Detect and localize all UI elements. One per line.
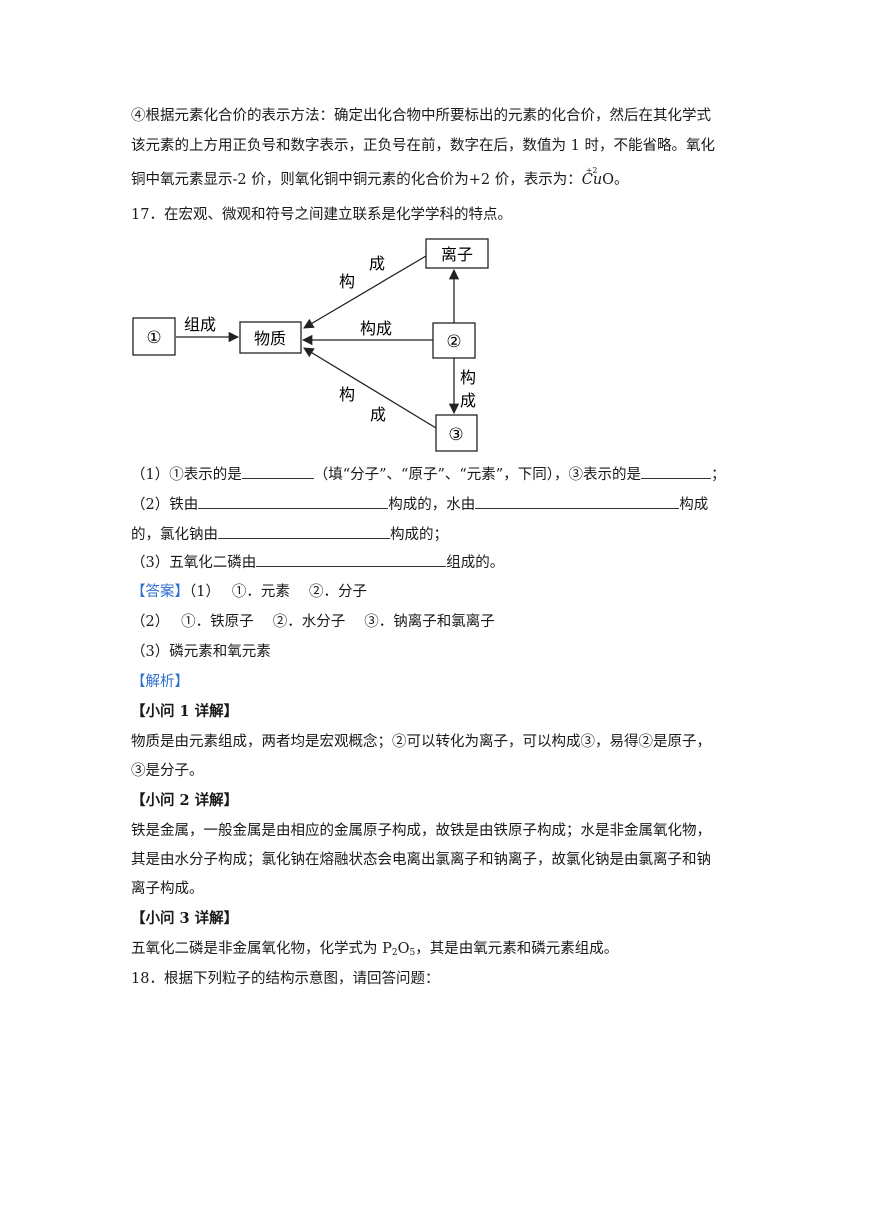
p2o5-sub-2: 2 [391, 948, 398, 958]
p2o5-sub-5: 5 [409, 948, 416, 958]
analysis-p3: 五氧化二磷是非金属氧化物，化学式为 P2O5，其是由氧元素和磷元素组成。 [131, 939, 618, 963]
q18-title: 18．根据下列粒子的结构示意图，请回答问题： [131, 971, 440, 987]
analysis-p2-line-2: 其是由水分子构成；氯化钠在熔融状态会电离出氯离子和钠离子，故氯化钠是由氯离子和钠 [131, 852, 711, 868]
answer-2: （2） ①．铁原子 ②．水分子 ③．钠离子和氯离子 [131, 614, 495, 630]
blank-1[interactable] [241, 464, 314, 479]
q17-sub1-a: （1）①表示的是 [131, 467, 242, 483]
q17-sub2-d: 的，氯化钠由 [131, 527, 218, 543]
box-2-label: ② [446, 332, 461, 352]
label-cheng-top: 成 [369, 254, 385, 273]
analysis-heading-3: 【小问 3 详解】 [131, 910, 239, 927]
box-3 [435, 414, 478, 452]
blank-3[interactable] [198, 494, 389, 509]
intro-line-3-end: 。 [614, 172, 629, 188]
answer-tag: 【答案】 [131, 584, 189, 600]
intro-line-2: 该元素的上方用正负号和数字表示，正负号在前，数字在后，数值为 1 时，不能省略。… [131, 138, 715, 154]
arrow-ion-to-matter [303, 255, 427, 329]
q17-sub2-a: （2）铁由 [131, 497, 199, 513]
box-ion [425, 238, 489, 269]
analysis-p2-line-1: 铁是金属，一般金属是由相应的金属原子构成，故铁是由铁原子构成；水是非金属氧化物， [131, 823, 711, 839]
answer-3: （3）磷元素和氧元素 [131, 644, 271, 660]
analysis-p1-line-2: ③是分子。 [131, 763, 204, 779]
analysis-p3-post: ，其是由氧元素和磷元素组成。 [415, 941, 619, 957]
q17-sub3-b: 组成的。 [446, 555, 505, 571]
box-matter-label: 物质 [254, 329, 286, 348]
valence-superscript: +2 [585, 166, 598, 175]
q17-title: 17．在宏观、微观和符号之间建立联系是化学学科的特点。 [131, 207, 512, 223]
label-cheng-bot: 成 [370, 405, 386, 424]
q17-sub1: （1）①表示的是 （填“分子”、“原子”、“元素”，下同），③表示的是 ； [131, 464, 725, 485]
label-gou-right: 构 [460, 368, 476, 387]
formula-o: O [602, 172, 615, 188]
box-3-label: ③ [448, 425, 463, 445]
q17-sub1-b: （填“分子”、“原子”、“元素”，下同），③表示的是 [313, 467, 641, 483]
answer-line-1: 【答案】（1） ①．元素 ②．分子 [131, 582, 367, 602]
formula-cu: Cu [581, 172, 603, 188]
q17-sub2-b: 构成的，水由 [388, 497, 476, 513]
analysis-tag: 【解析】 [131, 674, 189, 690]
intro-line-3-text: 铜中氧元素显示-2 价，则氧化铜中铜元素的化合价为+2 价，表示为： [131, 172, 582, 188]
structure-diagram: ① 物质 ② 离子 ③ 组成 构成 构 成 构 成 构 成 [132, 238, 489, 452]
box-1-label: ① [146, 328, 161, 348]
label-gou-bot: 构 [339, 385, 355, 404]
q17-sub3-a: （3）五氧化二磷由 [131, 555, 257, 571]
blank-6[interactable] [256, 552, 447, 567]
q17-sub2-line2: 的，氯化钠由 构成的； [131, 524, 448, 545]
label-cheng-right: 成 [460, 391, 476, 410]
p2o5-o: O [397, 941, 410, 957]
label-gou-top: 构 [339, 272, 355, 291]
analysis-p2-line-3: 离子构成。 [131, 881, 204, 897]
label-zucheng: 组成 [184, 315, 216, 334]
analysis-p3-pre: 五氧化二磷是非金属氧化物，化学式为 P [131, 941, 392, 957]
box-1 [132, 317, 176, 356]
q17-sub3: （3）五氧化二磷由 组成的。 [131, 552, 504, 573]
analysis-p1-line-1: 物质是由元素组成，两者均是宏观概念；②可以转化为离子，可以构成③，易得②是原子， [131, 734, 711, 750]
blank-4[interactable] [475, 494, 680, 509]
box-matter [239, 321, 302, 354]
arrow-3-to-matter [303, 347, 437, 429]
blank-5[interactable] [218, 524, 390, 539]
box-ion-label: 离子 [441, 245, 473, 264]
q17-sub2-c: 构成 [679, 497, 709, 513]
analysis-heading-1: 【小问 1 详解】 [131, 703, 239, 720]
label-goucheng-mid: 构成 [360, 319, 392, 338]
blank-2[interactable] [640, 464, 711, 479]
intro-line-1: ④根据元素化合价的表示方法：确定出化合物中所要标出的元素的化合价，然后在其化学式 [131, 108, 711, 124]
answer-1: （1） ①．元素 ②．分子 [189, 584, 367, 600]
q17-sub2-line1: （2）铁由 构成的，水由 构成 [131, 494, 708, 515]
analysis-heading-2: 【小问 2 详解】 [131, 792, 239, 809]
q17-sub1-c: ； [710, 467, 726, 483]
q17-sub2-e: 构成的； [390, 527, 448, 543]
